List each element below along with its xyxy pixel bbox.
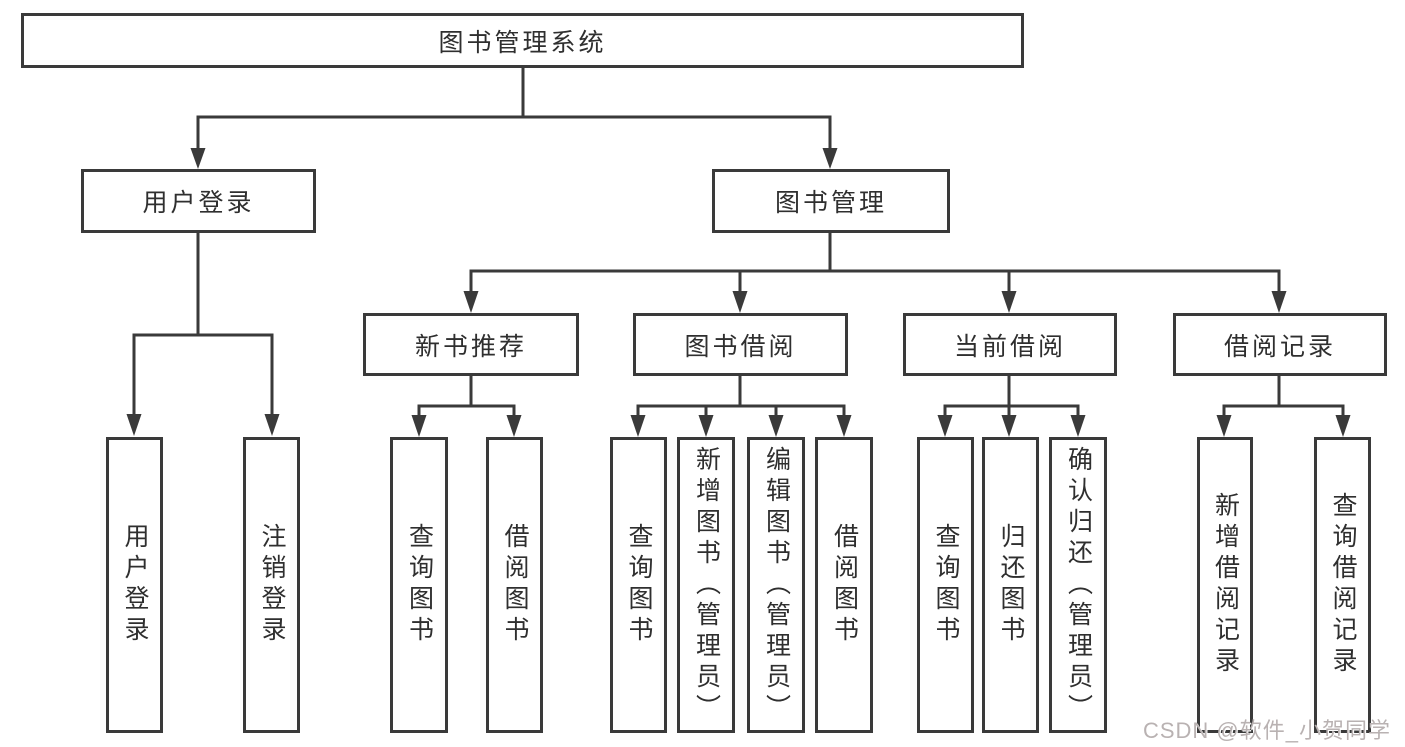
leaf-query-book-3-label: 查询图书 (932, 523, 960, 647)
node-borrow-record: 借阅记录 (1173, 313, 1387, 376)
leaf-add-book-admin-label: 新增图书（管理员） (692, 445, 721, 725)
arrow-icon-leaf-10 (1001, 415, 1017, 437)
node-book-borrow-label: 图书借阅 (684, 332, 797, 361)
node-user-login-label: 用户登录 (142, 189, 255, 217)
leaf-user-login: 用户登录 (106, 437, 163, 733)
arrow-icon-leaf-11 (1070, 415, 1086, 437)
arrow-icon-new-book (463, 291, 479, 313)
arrow-icon-borrow-record (1271, 291, 1287, 313)
node-book-management: 图书管理 (712, 169, 950, 233)
node-root: 图书管理系统 (21, 13, 1024, 68)
arrow-icon-leaf-13 (1335, 415, 1351, 437)
leaf-return-book: 归还图书 (982, 437, 1039, 733)
arrow-icon-leaf-12 (1216, 415, 1232, 437)
leaf-borrow-book-1-label: 借阅图书 (501, 523, 529, 647)
leaf-logout-label: 注销登录 (258, 523, 286, 647)
arrowheads (126, 148, 1351, 437)
arrow-icon-leaf-1 (126, 414, 142, 436)
arrow-icon-leaf-4 (506, 415, 522, 437)
node-book-borrow: 图书借阅 (633, 313, 848, 376)
arrow-icon-leaf-8 (836, 415, 852, 437)
leaf-query-borrow-record-label: 查询借阅记录 (1329, 492, 1357, 678)
leaf-confirm-return-admin: 确认归还（管理员） (1049, 437, 1107, 733)
leaf-return-book-label: 归还图书 (997, 523, 1025, 647)
leaf-borrow-book-2: 借阅图书 (815, 437, 873, 733)
leaf-query-book-1-label: 查询图书 (405, 523, 434, 647)
leaf-query-book-3: 查询图书 (917, 437, 974, 733)
arrow-icon-book-borrow (732, 291, 748, 313)
arrow-icon-current-borrow (1001, 291, 1017, 313)
leaf-add-book-admin: 新增图书（管理员） (677, 437, 735, 733)
leaf-query-borrow-record: 查询借阅记录 (1314, 437, 1371, 733)
node-borrow-record-label: 借阅记录 (1223, 332, 1336, 361)
node-root-label: 图书管理系统 (438, 28, 607, 57)
arrow-icon-leaf-3 (411, 415, 427, 437)
node-user-login: 用户登录 (81, 169, 316, 233)
leaf-query-book-2: 查询图书 (610, 437, 667, 733)
leaf-confirm-return-admin-label: 确认归还（管理员） (1064, 445, 1093, 725)
leaf-user-login-label: 用户登录 (121, 523, 149, 647)
leaf-add-borrow-record-label: 新增借阅记录 (1211, 492, 1240, 678)
arrow-icon-leaf-6 (698, 415, 714, 437)
node-new-book-recommend-label: 新书推荐 (414, 332, 527, 361)
arrow-icon-leaf-2 (264, 414, 280, 436)
leaf-borrow-book-2-label: 借阅图书 (830, 523, 859, 647)
arrow-icon-leaf-7 (768, 415, 784, 437)
arrow-icon-book-management (822, 148, 838, 169)
arrow-icon-user-login (190, 148, 206, 169)
leaf-borrow-book-1: 借阅图书 (486, 437, 543, 733)
leaf-query-book-1: 查询图书 (390, 437, 448, 733)
leaf-logout: 注销登录 (243, 437, 300, 733)
node-book-management-label: 图书管理 (774, 189, 887, 217)
leaf-edit-book-admin-label: 编辑图书（管理员） (762, 445, 791, 725)
node-current-borrow: 当前借阅 (903, 313, 1117, 376)
arrow-icon-leaf-5 (630, 415, 646, 437)
arrow-icon-leaf-9 (937, 415, 953, 437)
leaf-query-book-2-label: 查询图书 (625, 523, 653, 647)
leaf-add-borrow-record: 新增借阅记录 (1197, 437, 1253, 733)
node-new-book-recommend: 新书推荐 (363, 313, 579, 376)
leaf-edit-book-admin: 编辑图书（管理员） (747, 437, 805, 733)
node-current-borrow-label: 当前借阅 (953, 332, 1066, 361)
